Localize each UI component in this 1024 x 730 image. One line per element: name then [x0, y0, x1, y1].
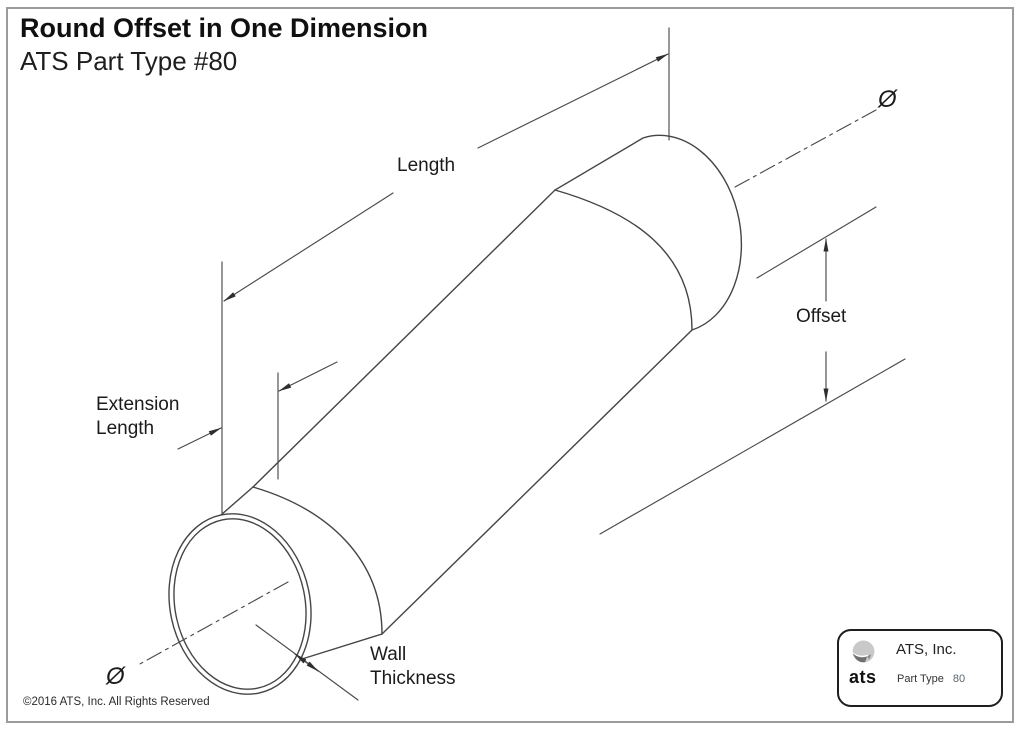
- ats-part-type: Part Type 80: [897, 673, 965, 685]
- wall-thickness-label: Wall Thickness: [370, 643, 456, 691]
- offset-extension-line-lower: [599, 358, 906, 535]
- part-type-label: Part Type: [897, 673, 944, 685]
- outlet-centerline: [734, 109, 877, 188]
- duct-body-outline: [220, 134, 743, 635]
- extension-length-leader-right: [278, 361, 338, 392]
- length-dim-line-lower: [223, 192, 394, 302]
- inlet-outer-ellipse: [168, 513, 312, 695]
- inlet-centerline: [137, 581, 289, 666]
- offset-label: Offset: [796, 306, 847, 327]
- wall-thickness-arrow-inner: [294, 653, 308, 664]
- ats-wordmark: ats: [849, 667, 877, 687]
- extension-length-leader-left: [177, 427, 222, 450]
- diameter-symbol-inlet: Ø: [106, 663, 125, 690]
- wall-thickness-label-line1: Wall: [370, 644, 407, 665]
- ats-logo-card: ats ATS, Inc. Part Type 80: [837, 629, 1003, 707]
- extension-length-label-line1: Extension: [96, 394, 180, 415]
- ats-company-name: ATS, Inc.: [896, 641, 957, 658]
- copyright-text: ©2016 ATS, Inc. All Rights Reserved: [23, 696, 210, 708]
- page-border-frame: [6, 7, 1014, 723]
- part-type-value: 80: [952, 673, 966, 685]
- inlet-inner-ellipse: [173, 518, 307, 690]
- length-label: Length: [397, 155, 456, 176]
- extension-length-label-line2: Length: [96, 418, 155, 439]
- offset-extension-line-upper: [756, 206, 877, 279]
- page-subtitle: ATS Part Type #80: [20, 46, 238, 76]
- diameter-symbol-outlet: Ø: [878, 86, 897, 113]
- wall-thickness-label-line2: Thickness: [370, 668, 456, 689]
- inlet-collar-bottom-edge: [301, 633, 383, 660]
- outlet-transition-curve: [554, 189, 693, 331]
- extension-length-label: Extension Length: [96, 393, 179, 441]
- ats-sphere-icon: [852, 640, 875, 663]
- inlet-transition-curve: [252, 486, 383, 635]
- page-title: Round Offset in One Dimension: [20, 13, 429, 43]
- length-dim-line-upper: [477, 53, 669, 149]
- wall-thickness-arrow-outer: [305, 661, 319, 672]
